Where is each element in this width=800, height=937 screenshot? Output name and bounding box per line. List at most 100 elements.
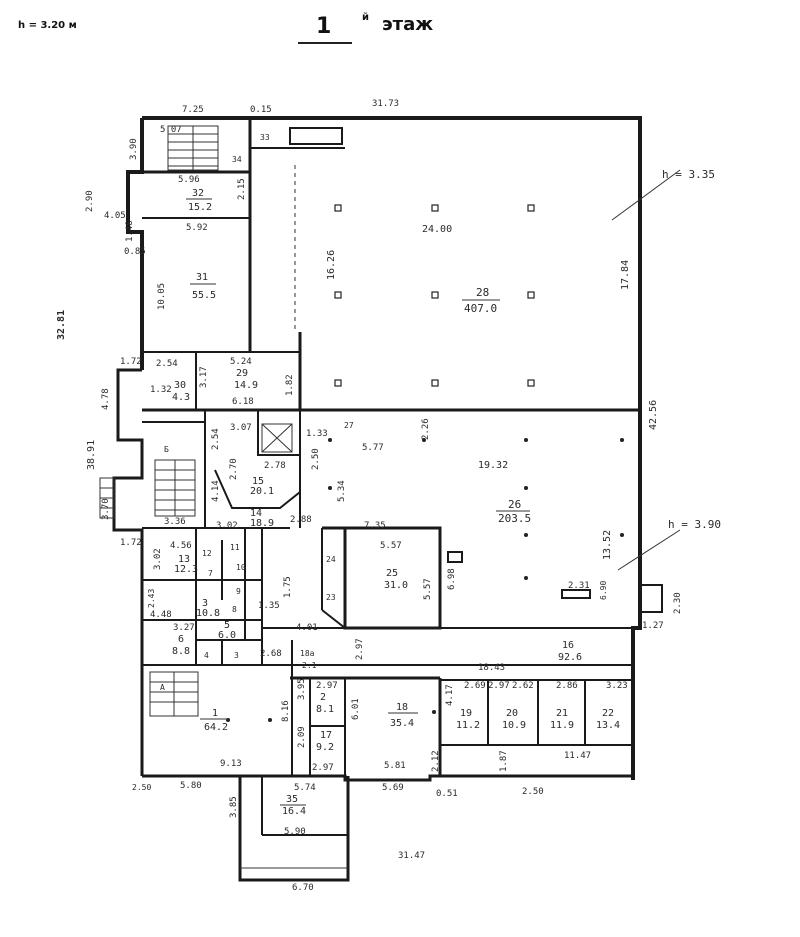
stair-label: Б xyxy=(164,445,169,454)
dimension-label: 4.56 xyxy=(170,541,192,551)
dimension-label: 2.43 xyxy=(147,589,156,608)
floor-title-underline xyxy=(298,42,352,44)
room-number: 20 xyxy=(506,708,518,719)
dimension-label: 3.36 xyxy=(164,517,186,527)
dimension-label: 2.68 xyxy=(260,649,282,659)
dimension-label: 6.18 xyxy=(232,397,254,407)
room-number: 10 xyxy=(236,563,246,572)
room-number: 33 xyxy=(260,133,270,142)
dimension-label: 6.90 xyxy=(599,581,608,600)
dimension-labels: 7.25 0.15 31.73 5.07 3.90 5.96 2.15 2.90… xyxy=(85,99,683,893)
room-number: 30 xyxy=(174,380,186,391)
room-number: 24 xyxy=(326,555,336,564)
dimension-label: 5.24 xyxy=(230,357,252,367)
dimension-label: 2.50 xyxy=(311,448,321,470)
dimension-label: 2.09 xyxy=(297,726,307,748)
dimension-label: 1.72 xyxy=(120,357,142,367)
dimension-label: 5.69 xyxy=(382,783,404,793)
room-area: 14.9 xyxy=(234,380,258,391)
stairs xyxy=(99,125,293,717)
dimension-label: 1.75 xyxy=(283,576,293,598)
room-area: 8.8 xyxy=(172,646,190,657)
room-area: 4.3 xyxy=(172,392,190,403)
room-number: 28 xyxy=(476,286,489,299)
room-number: 26 xyxy=(508,498,521,511)
room-area: 407.0 xyxy=(464,302,497,315)
dimension-label: 7.25 xyxy=(182,105,204,115)
interior-walls xyxy=(142,118,640,836)
dimension-label: 5.81 xyxy=(384,761,406,771)
dimension-label: 0.51 xyxy=(436,789,458,799)
room-area: 11.9 xyxy=(550,720,574,731)
room-area: 16.4 xyxy=(282,806,306,817)
room-area: 31.0 xyxy=(384,580,408,591)
room-number: 25 xyxy=(386,568,398,579)
dimension-label: 2.54 xyxy=(211,428,221,450)
exterior-walls xyxy=(112,116,663,882)
dimension-label: 2.90 xyxy=(85,190,95,212)
room-area: 6.0 xyxy=(218,630,236,641)
room-number: 18а xyxy=(300,649,315,658)
dimension-label: 7.35 xyxy=(364,521,386,531)
floor-number-suffix: й xyxy=(362,12,370,23)
dimension-label: 31.47 xyxy=(398,851,425,861)
room-number: 29 xyxy=(236,368,248,379)
dimension-label: 5.34 xyxy=(337,480,347,502)
room-area: 55.5 xyxy=(192,290,216,301)
dimension-label: 3.07 xyxy=(230,423,252,433)
dimension-label: 0.15 xyxy=(250,105,272,115)
fixtures xyxy=(289,127,591,599)
dimension-label: 4.01 xyxy=(296,623,318,633)
dimension-label: 31.73 xyxy=(372,99,399,109)
height-leader-upper xyxy=(611,169,681,221)
dimension-label: 5.77 xyxy=(362,443,384,453)
dimension-label: 5.80 xyxy=(180,781,202,791)
dimension-label: 5.74 xyxy=(294,783,316,793)
dimension-label: 4.78 xyxy=(101,388,111,410)
dimension-label: 5.57 xyxy=(380,541,402,551)
room-number: 16 xyxy=(562,640,574,651)
room-number: 12 xyxy=(202,549,212,558)
dimension-label: 16.26 xyxy=(326,250,337,280)
dimension-label: 2.26 xyxy=(421,418,431,440)
room-number: 23 xyxy=(326,593,336,602)
dimension-label: 2.62 xyxy=(512,681,534,691)
dimension-label: 10.05 xyxy=(157,283,167,310)
room-number: 9 xyxy=(236,587,241,596)
dimension-label: 2.97 xyxy=(316,681,338,691)
room-number: 31 xyxy=(196,272,208,283)
dimension-label: 2.50 xyxy=(132,783,151,792)
room-number: 8 xyxy=(232,605,237,614)
dimension-label: 2.86 xyxy=(556,681,578,691)
room-number: 21 xyxy=(556,708,568,719)
room-number: 2 xyxy=(320,692,326,703)
ceiling-height-upper-hall: h = 3.35 xyxy=(662,168,715,181)
height-leader-lower xyxy=(617,529,681,571)
dimension-label: 2.97 xyxy=(488,681,510,691)
room-labels: 32 15.2 31 55.5 28 407.0 29 14.9 30 4.3 … xyxy=(172,188,620,817)
room-area: 10.8 xyxy=(196,608,220,619)
room-number: 7 xyxy=(208,569,213,578)
dimension-label: 2.50 xyxy=(522,787,544,797)
dimension-label: 2.54 xyxy=(156,359,178,369)
overall-dimension-left-upper: 32.81 xyxy=(56,310,67,340)
room-area: 9.2 xyxy=(316,742,334,753)
dimension-label: 5.92 xyxy=(186,223,208,233)
room-number: 5 xyxy=(224,620,230,631)
dimension-label: 3.02 xyxy=(153,548,163,570)
dimension-label: 13.52 xyxy=(602,530,613,560)
room-number: 34 xyxy=(232,155,242,164)
overall-dimension-left-lower: 38.91 xyxy=(86,440,97,470)
dimension-label: 11.47 xyxy=(564,751,591,761)
dimension-label: 2.69 xyxy=(464,681,486,691)
room-number: 17 xyxy=(320,730,332,741)
dimension-label: 1.33 xyxy=(306,429,328,439)
dimension-label: 2.15 xyxy=(237,178,247,200)
dimension-label: 1.32 xyxy=(150,385,172,395)
room-number: 4 xyxy=(204,651,209,660)
dimension-label: 2.70 xyxy=(229,458,239,480)
dimension-label: 2.78 xyxy=(264,461,286,471)
room-area: 35.4 xyxy=(390,718,414,729)
dimension-label: 2.12 xyxy=(431,750,441,772)
dimension-label: 1.48 xyxy=(125,220,135,242)
